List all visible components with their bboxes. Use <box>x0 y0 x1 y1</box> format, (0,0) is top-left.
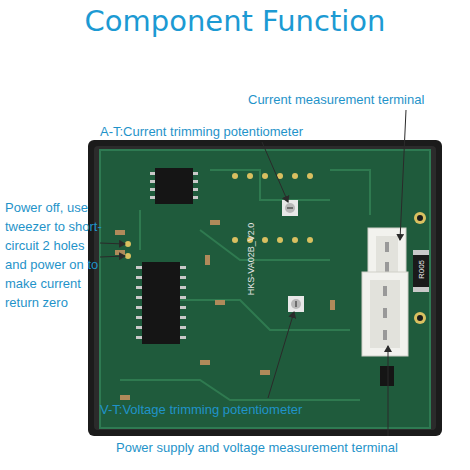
power-voltage-terminal <box>362 272 408 356</box>
leader-line <box>268 312 294 398</box>
diagram-title: Component Function <box>0 4 470 38</box>
leader-line <box>262 142 288 202</box>
smd-chip <box>155 168 193 204</box>
pcb <box>100 150 430 428</box>
reset-hole <box>125 253 131 259</box>
meter-case <box>88 140 442 436</box>
component-marking: R005 <box>417 250 426 290</box>
leader-line <box>100 243 125 244</box>
voltage-trim-pot <box>288 296 304 312</box>
reset-hole <box>125 241 131 247</box>
callout-label: Current measurement terminal <box>248 92 470 107</box>
current-trim-pot <box>282 200 298 216</box>
leader-line <box>400 110 406 240</box>
callout-label: V-T:Voltage trimming potentiometer <box>100 402 360 417</box>
dip-chip <box>142 262 180 344</box>
board-marking: HKS-VA02B_V2.0 <box>246 204 256 314</box>
leader-line <box>388 346 389 436</box>
callout-note: Power off, use tweezer to short-circuit … <box>5 198 103 312</box>
callout-label: A-T:Current trimming potentiometer <box>100 124 360 139</box>
callout-label: Power supply and voltage measurement ter… <box>116 440 470 455</box>
shunt-resistor <box>413 250 429 292</box>
leader-line <box>100 256 125 257</box>
